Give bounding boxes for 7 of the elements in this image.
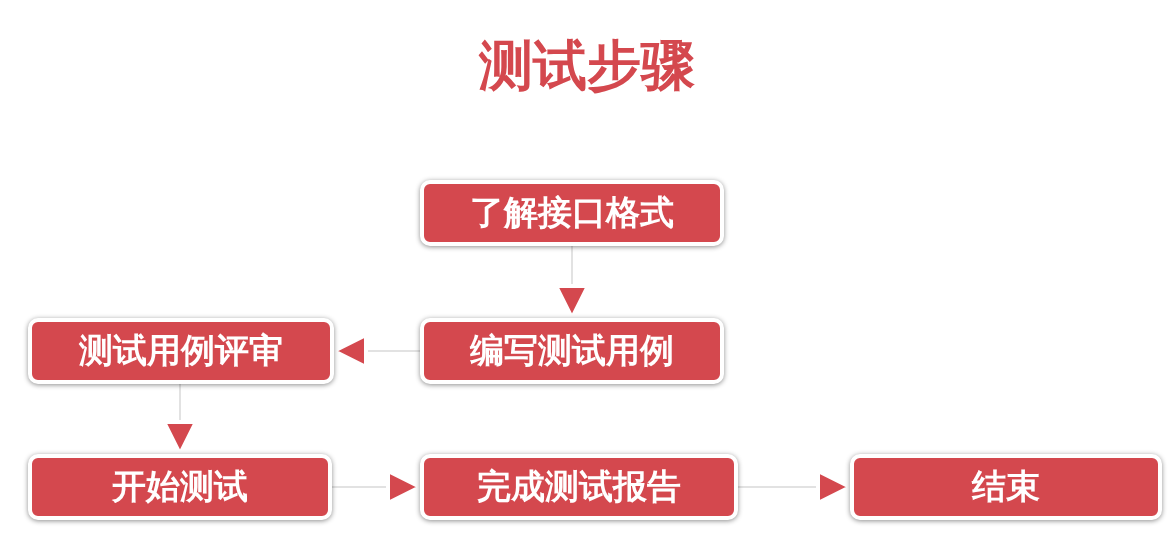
step-label: 编写测试用例 bbox=[470, 329, 674, 372]
step-label: 结束 bbox=[972, 465, 1040, 508]
step-label: 开始测试 bbox=[112, 465, 248, 508]
diagram-title: 测试步骤 bbox=[477, 33, 696, 99]
step-label: 了解接口格式 bbox=[470, 191, 674, 234]
step-label: 完成测试报告 bbox=[477, 465, 681, 508]
step-label: 测试用例评审 bbox=[79, 329, 283, 372]
